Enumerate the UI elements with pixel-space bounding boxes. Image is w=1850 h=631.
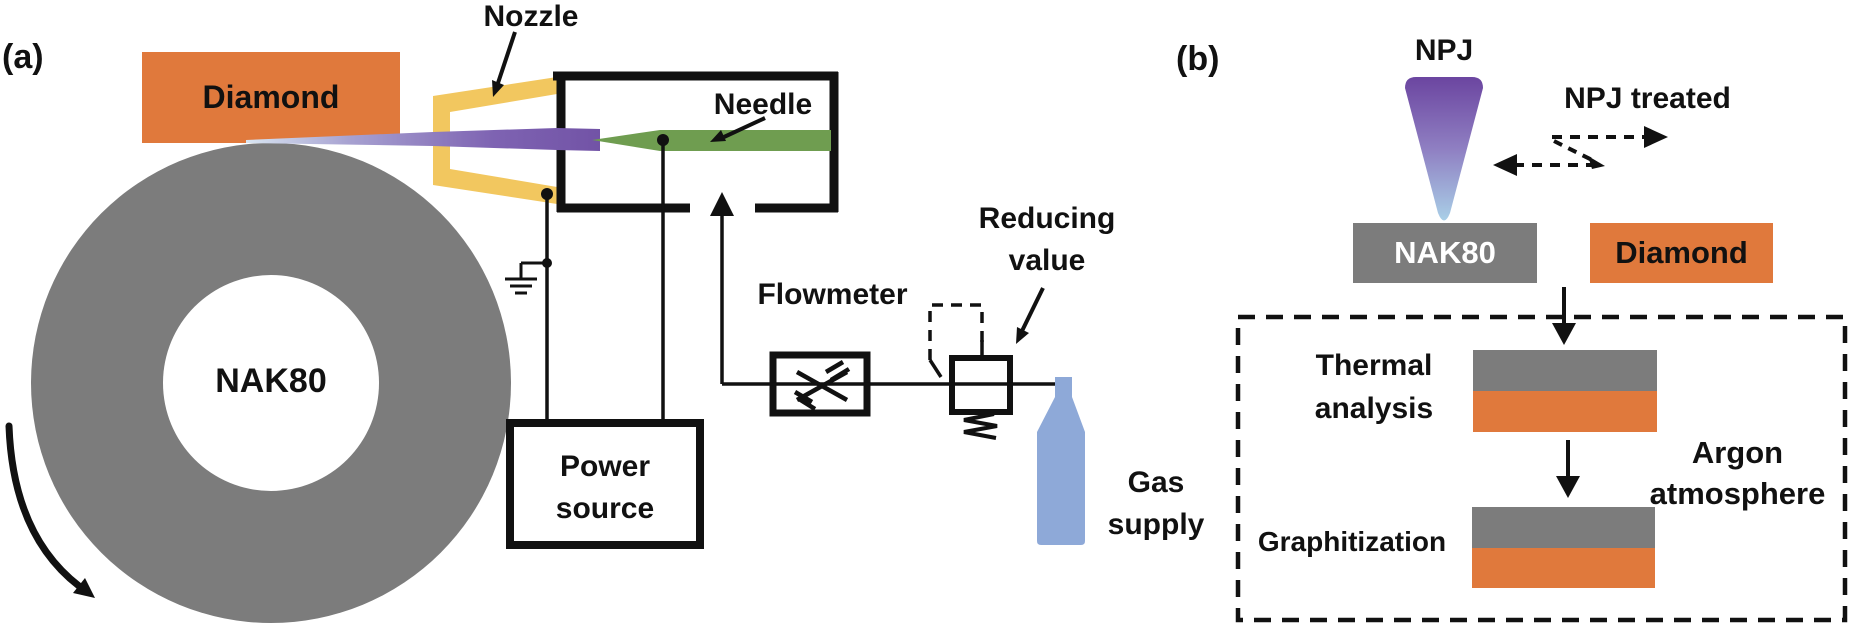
scan-path-arrows [1493,126,1668,176]
thermal-stack-diamond [1473,391,1657,432]
graphitization-stack-diamond [1472,548,1655,588]
flowmeter-valve-icon [793,360,851,411]
needle-label-arrow [723,116,766,139]
diamond-block-label: Diamond [202,79,340,115]
nozzle-label-arrow [496,31,517,84]
gas-supply-label: Gas supply [1107,466,1205,541]
disc-center-hole [163,275,379,491]
reducing-valve-arrow [1020,287,1045,332]
disc-label: NAK80 [215,362,327,400]
power-source-box [506,419,704,549]
rotation-arrowhead [73,578,95,598]
thermal-analysis-label: Thermal analysis [1314,349,1434,425]
diamond-box-label: Diamond [1615,235,1748,270]
npj-label: NPJ [1414,34,1474,67]
reducing-valve-arrowhead [1016,327,1029,344]
reducing-valve-label: Reducing value [978,202,1116,277]
dashed-link-tail [928,359,943,378]
power-source-label: Power source [555,450,655,525]
plasma-beam [246,128,600,151]
nozzle-wire-dot [541,188,553,200]
npj-treated-label: NPJ treated [1564,82,1731,115]
ground-tap-dot [542,258,552,268]
diamond-box [1590,223,1773,283]
process-arrow-1-head [1552,323,1576,345]
nozzle-label-arrowhead [492,80,504,97]
valve-spring [963,412,998,440]
flowmeter-valve-dashed-link [928,303,984,360]
ground-symbol [505,261,547,295]
thermal-stack-substrate [1473,350,1657,391]
panel-b-label: (b) [1176,40,1220,78]
argon-chamber-dashed-box [1235,314,1848,623]
flowmeter-label: Flowmeter [757,278,908,311]
substrate-box [1353,223,1537,283]
panel-a-label: (a) [2,38,44,76]
graphitization-stack-substrate [1472,507,1655,548]
substrate-box-label: NAK80 [1394,235,1496,270]
nozzle-label: Nozzle [483,0,579,33]
needle-label: Needle [713,88,813,121]
diamond-block [142,52,400,143]
needle-label-arrowhead [710,130,726,142]
needle-wire-dot [657,134,669,146]
gas-bottle [1037,377,1085,545]
process-arrow-2-head [1556,476,1580,498]
npj-cone [1405,77,1483,221]
graphitization-label: Graphitization [1257,526,1447,557]
argon-atmosphere-label: Argon atmosphere [1649,435,1826,511]
gas-inlet-arrowhead [710,192,734,216]
rotation-arrow [5,422,83,590]
